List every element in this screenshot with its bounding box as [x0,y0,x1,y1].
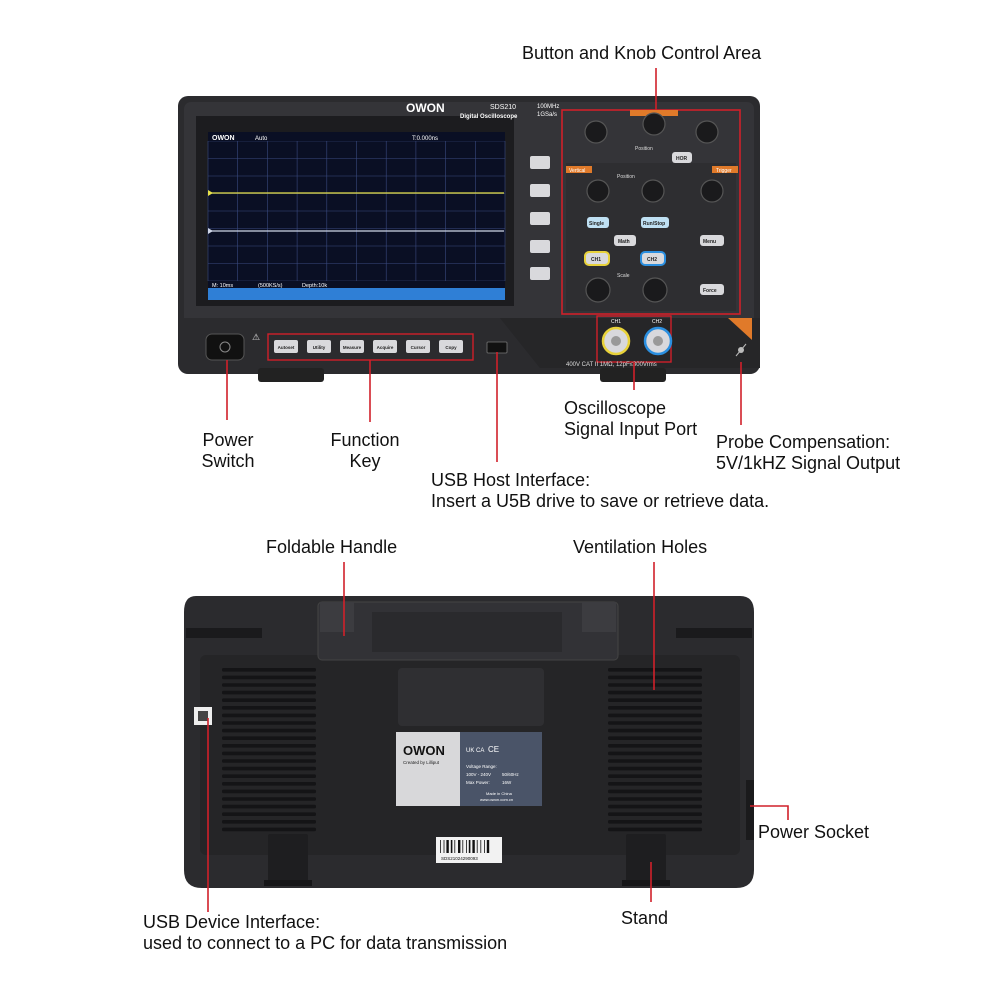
oscilloscope-front: OWON Auto T:0.000ns M: 10ms (500KS/s) De… [178,96,760,382]
callout-ventilation-holes: Ventilation Holes [573,537,708,557]
label-ce: CE [488,745,499,754]
label-voltage-value: 100V - 240V [466,772,491,777]
svg-text:Force: Force [703,288,717,294]
function-key-label: Measure [343,345,362,350]
svg-text:CH2: CH2 [647,257,657,263]
front-brand-logo: OWON [406,101,445,115]
ch1-bnc-input[interactable] [601,326,631,356]
front-product-type: Digital Oscilloscope [460,114,518,120]
function-keys[interactable]: Autoset Utility Measure Acquire Cursor Copy [274,340,463,353]
function-key-label: Utility [313,345,326,350]
power-socket[interactable] [746,780,754,840]
panel-scale-label: Scale [617,273,630,279]
top-vents [186,628,752,638]
callout-function-key: Function Key [330,430,400,471]
panel-vertical-label: Vertical [569,168,585,174]
callout-power-switch: Power Switch [201,430,255,471]
ch2-bnc-input[interactable] [643,326,673,356]
menu-button[interactable]: Menu [700,235,724,246]
oscilloscope-screen: OWON Auto T:0.000ns M: 10ms (500KS/s) De… [207,132,506,300]
serial-barcode: SDS21024290093 [436,837,502,863]
function-key-label: Autoset [278,345,295,350]
function-key-cursor[interactable] [406,340,430,353]
ch1-button[interactable]: CH1 [584,251,610,266]
svg-text:Menu: Menu [703,239,716,245]
ch2-button[interactable]: CH2 [640,251,666,266]
label-power-value: 16W [502,780,512,785]
run-stop-button[interactable]: Run/Stop [641,217,669,228]
callout-button-knob-area: Button and Knob Control Area [522,43,762,63]
label-made-in: Made in China [486,791,513,796]
rating-label: OWON Created by Lilliput UK CA CE Voltag… [396,732,542,806]
screen-menu-keys[interactable] [530,156,550,280]
warning-icon: ⚠ [252,332,260,342]
panel-trigger-label: Trigger [716,168,732,174]
foldable-handle[interactable] [317,601,619,661]
function-key-label: Cursor [411,345,426,350]
ventilation-holes-left [222,668,316,832]
svg-text:CH1: CH1 [591,257,601,263]
callout-power-socket: Power Socket [758,822,870,842]
label-website: www.owon.com.cn [480,797,513,802]
probe-compensation-terminal[interactable] [728,318,752,357]
callout-foldable-handle: Foldable Handle [266,537,398,557]
callout-usb-device: USB Device Interface: used to connect to… [143,912,508,953]
function-key-label: Copy [445,345,457,350]
screen-status-bar [208,288,505,300]
function-key-measure[interactable] [340,340,364,353]
hor-button[interactable]: HOR [672,152,692,163]
single-button[interactable]: Single [587,217,609,228]
front-spec-sample-rate: 1GSa/s [537,112,557,118]
label-brand: OWON [403,743,445,758]
callout-usb-host: USB Host Interface: Insert a U5B drive t… [431,470,770,511]
screen-timebase: M: 10ms [212,283,233,289]
oscilloscope-back: OWON Created by Lilliput UK CA CE Voltag… [184,596,754,888]
force-button[interactable]: Force [700,284,724,295]
math-button[interactable]: Math [614,235,636,246]
label-tagline: Created by Lilliput [403,760,440,765]
serial-number: SDS21024290093 [441,856,478,861]
screen-run-mode: Auto [255,136,268,142]
front-spec-bandwidth: 100MHz [537,104,559,110]
screen-sample-info: (500KS/s) [258,283,283,289]
callout-lines [207,68,789,912]
callout-stand: Stand [621,908,669,928]
stand-right[interactable] [622,834,670,886]
input-rating: 400V CAT II 1MΩ, 12pF≤300Vrms [566,362,657,368]
label-voltage-title: Voltage Range: [466,764,497,769]
callout-probe-compensation: Probe Compensation: 5V/1kHZ Signal Outpu… [716,432,901,473]
power-switch[interactable] [205,333,245,361]
function-key-acquire[interactable] [373,340,397,353]
screen-depth: Depth:10k [302,283,327,289]
screen-trigger-time: T:0.000ns [412,136,438,142]
front-model: SDS210 [490,104,516,111]
svg-text:Single: Single [589,221,604,227]
svg-text:HOR: HOR [676,156,688,162]
usb-host-port[interactable] [486,341,508,354]
stand-left[interactable] [264,834,312,886]
ch2-input-label: CH2 [652,319,662,325]
knobs[interactable] [584,112,724,303]
ventilation-holes-right [608,668,702,832]
function-key-autoset[interactable] [274,340,298,353]
label-frequency: 50/60Hz [502,772,520,777]
panel-position-label: Position [635,146,653,152]
label-ukca: UK CA [466,748,484,754]
function-key-utility[interactable] [307,340,331,353]
function-key-copy[interactable] [439,340,463,353]
label-power-title: Max Power: [466,780,490,785]
function-key-label: Acquire [377,345,394,350]
ch1-input-label: CH1 [611,319,621,325]
callout-signal-input: Oscilloscope Signal Input Port [564,398,698,439]
usb-device-port[interactable] [194,707,212,725]
screen-brand: OWON [212,135,235,142]
panel-position-label-2: Position [617,174,635,180]
svg-text:Run/Stop: Run/Stop [643,221,665,227]
svg-text:Math: Math [618,239,630,245]
